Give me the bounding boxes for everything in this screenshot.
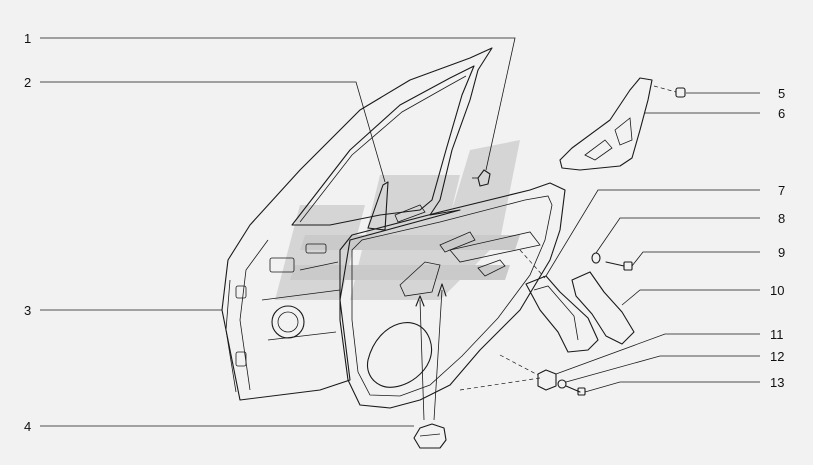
callout-label-6: 6	[778, 106, 785, 121]
small-washer	[557, 379, 567, 389]
leader-line-11	[555, 333, 760, 375]
callout-label-8: 8	[778, 211, 785, 226]
leader-line-8	[595, 217, 760, 254]
callout-label-9: 9	[778, 245, 785, 260]
callout-label-2: 2	[24, 75, 31, 90]
leader-line-2	[40, 81, 386, 183]
leader-line-7	[545, 189, 760, 277]
leader-line-13	[584, 381, 760, 393]
callout-labels: 1 2 3 4 5 6 7 8 9 10 11 12 13	[24, 31, 785, 434]
handle-screw	[605, 261, 633, 271]
callout-label-11: 11	[770, 327, 784, 342]
leader-line-10	[621, 289, 760, 306]
door-trim-panel	[339, 182, 566, 409]
door-shell	[221, 47, 493, 401]
leader-line-9	[631, 251, 760, 267]
callout-label-5: 5	[778, 86, 785, 101]
callout-label-12: 12	[770, 349, 784, 364]
watermark-logo	[275, 140, 520, 300]
leader-lines	[40, 37, 760, 427]
callout-label-3: 3	[24, 303, 31, 318]
washer	[591, 252, 601, 264]
bracket-screw	[653, 85, 686, 98]
window-strip	[367, 181, 389, 231]
callout-label-1: 1	[24, 31, 31, 46]
leader-line-1	[40, 37, 516, 171]
callout-label-10: 10	[770, 283, 784, 298]
handle-cover	[571, 271, 635, 345]
callout-label-4: 4	[24, 419, 31, 434]
door-clip	[472, 169, 491, 187]
mirror-bracket	[559, 77, 653, 171]
relation-lines	[459, 249, 546, 391]
armrest-handle	[525, 275, 599, 353]
door-latch	[413, 283, 447, 449]
callout-label-13: 13	[770, 375, 784, 390]
callout-label-7: 7	[778, 183, 785, 198]
leader-line-12	[565, 355, 760, 383]
plug-cap	[537, 369, 557, 391]
small-screw	[565, 385, 586, 396]
